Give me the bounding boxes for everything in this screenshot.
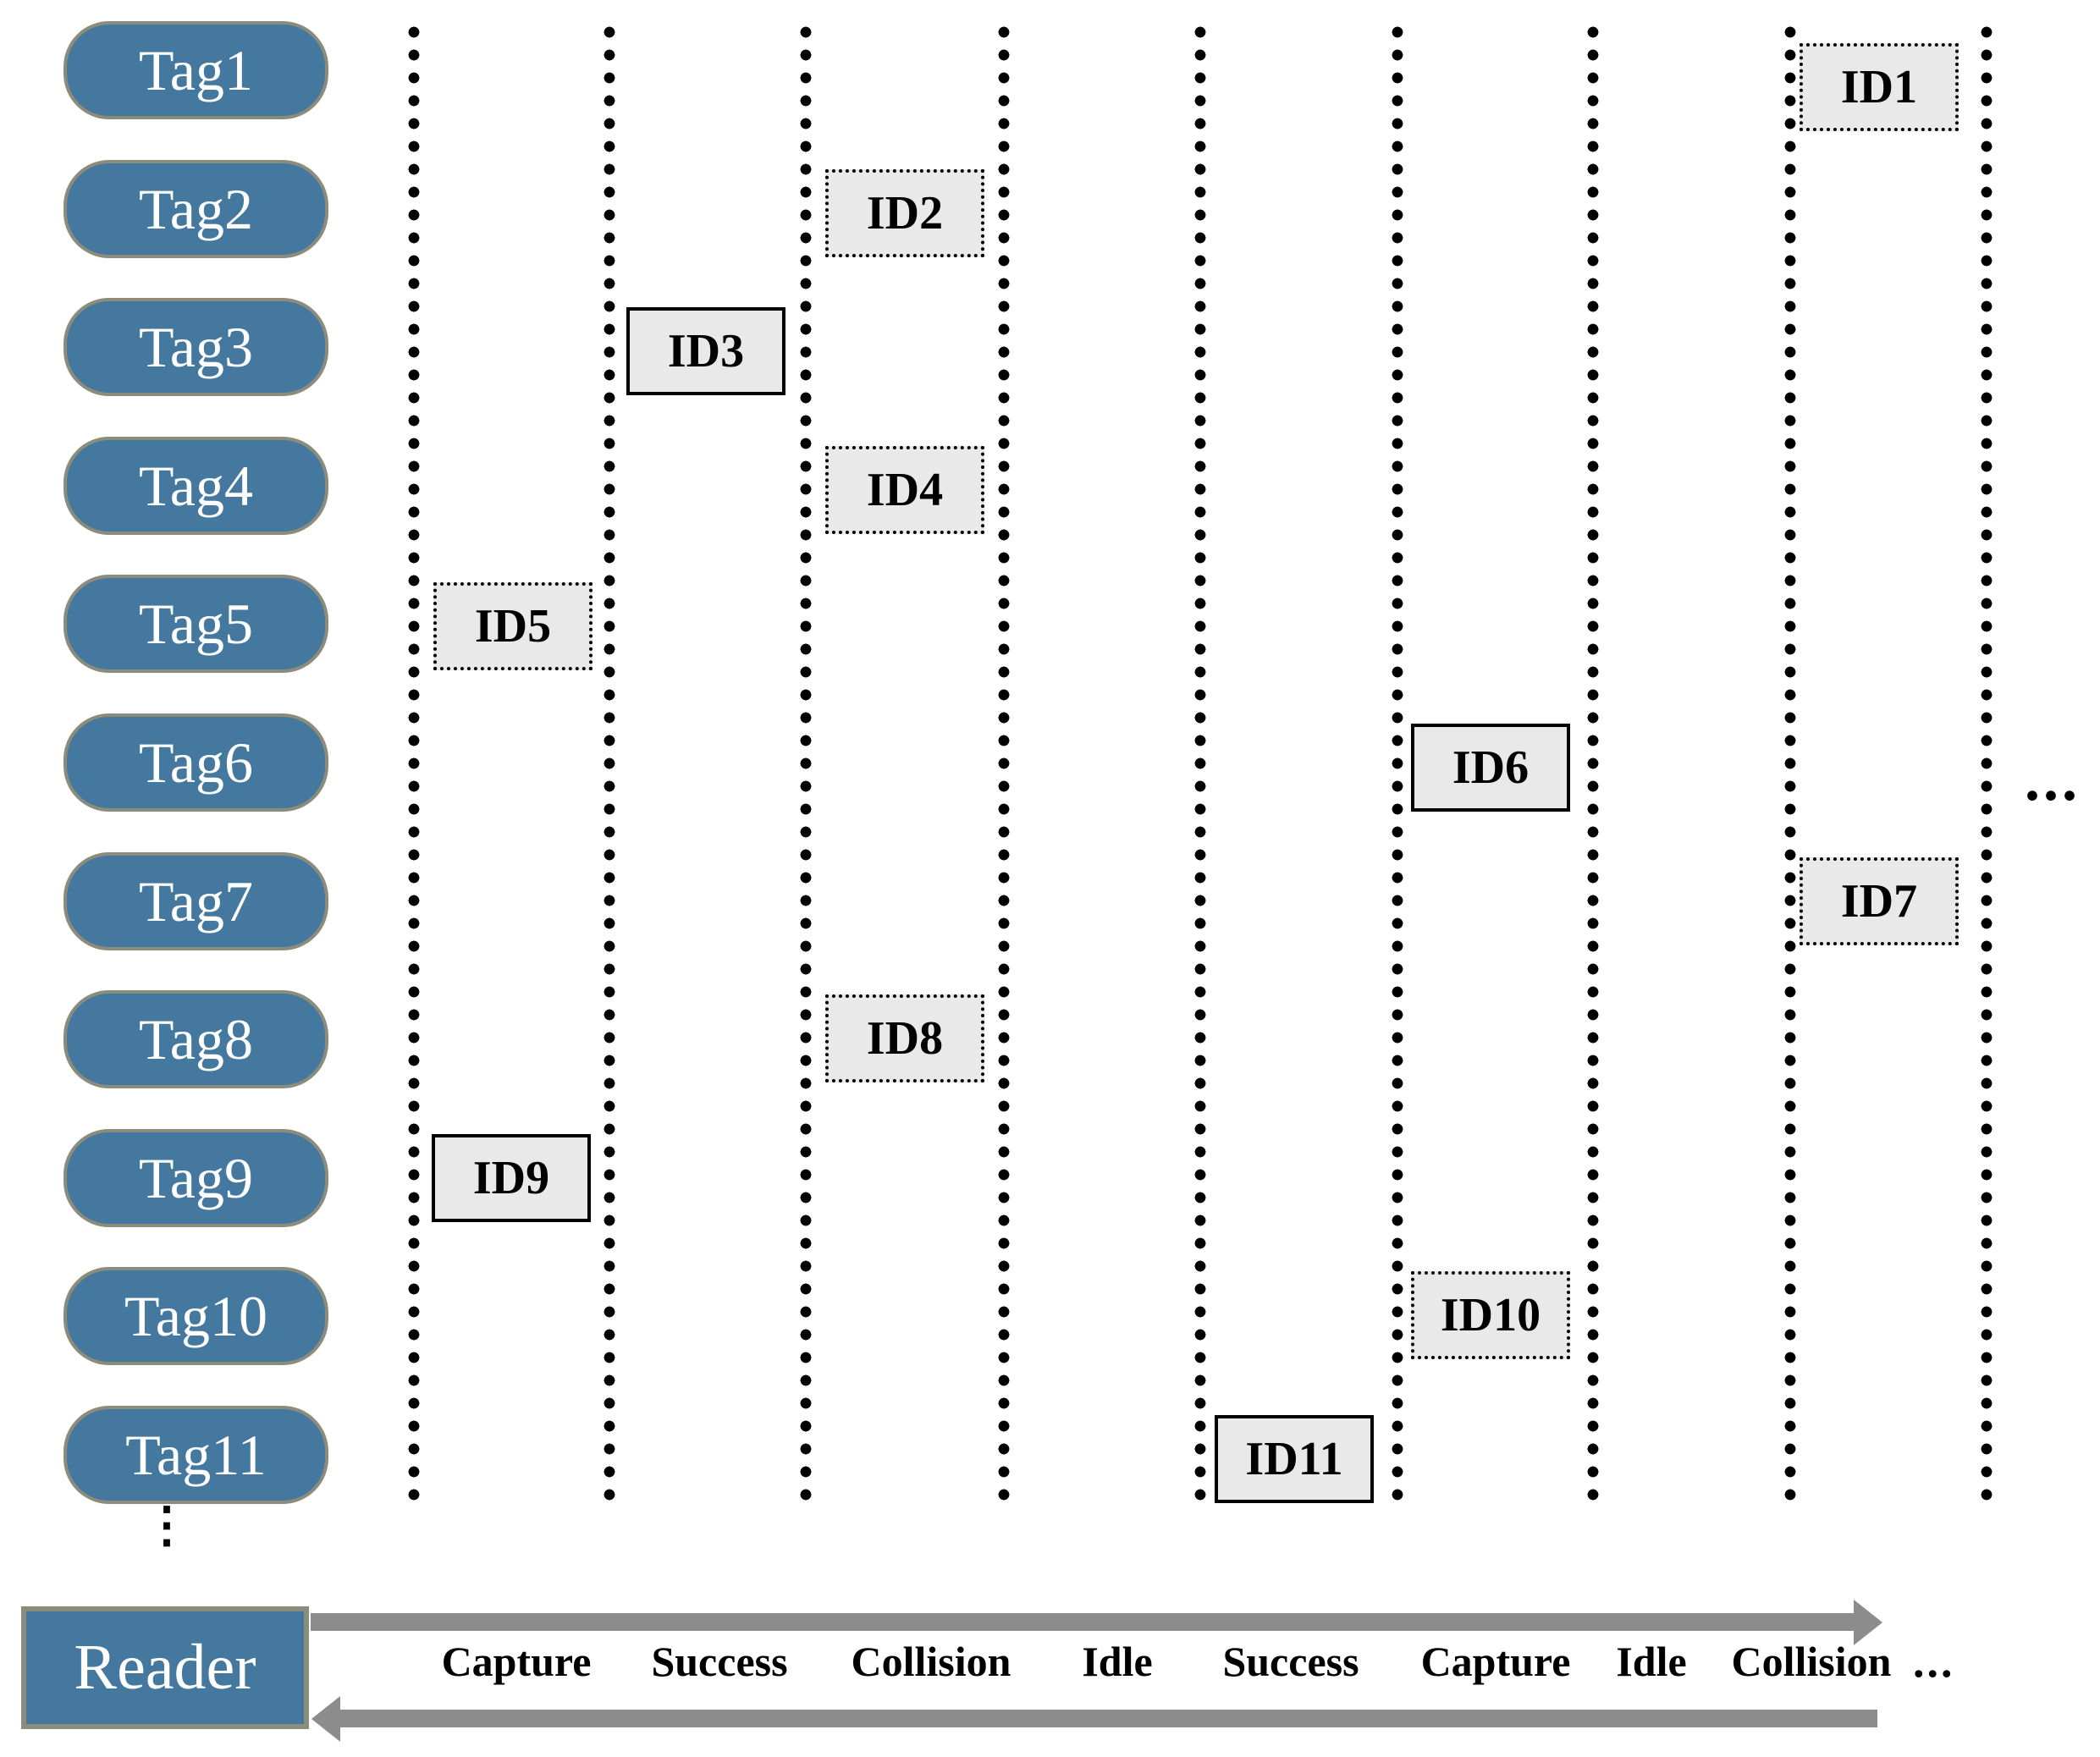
tag-pill-tag2: Tag2 xyxy=(63,160,328,258)
tag-pill-tag9: Tag9 xyxy=(63,1129,328,1227)
slot-boundary-line-9 xyxy=(1981,21,1993,1511)
slot-label-2-success: Success xyxy=(651,1638,788,1685)
slot-boundary-line-7 xyxy=(1587,21,1599,1511)
tag-pill-tag1: Tag1 xyxy=(63,21,328,119)
reader-node: Reader xyxy=(21,1606,309,1729)
timeline-arrow-left-bar xyxy=(340,1710,1877,1727)
slot-label-4-idle: Idle xyxy=(1082,1638,1153,1685)
tag-pill-tag8: Tag8 xyxy=(63,990,328,1088)
id-box-id5: ID5 xyxy=(433,582,593,670)
slot-label-5-success: Success xyxy=(1222,1638,1359,1685)
id-box-id4: ID4 xyxy=(825,446,984,534)
reader-label: Reader xyxy=(74,1632,256,1703)
timeline-arrow-right-bar xyxy=(311,1613,1854,1631)
slot-boundary-line-4 xyxy=(998,21,1010,1511)
id-box-id8: ID8 xyxy=(825,994,984,1082)
slot-boundary-line-3 xyxy=(800,21,812,1511)
timeline-arrow-right-head xyxy=(1854,1600,1882,1645)
id-box-id2: ID2 xyxy=(825,169,984,257)
id-box-id7: ID7 xyxy=(1800,857,1959,945)
more-labels-ellipsis: ... xyxy=(1913,1636,1955,1687)
tag-pill-tag4: Tag4 xyxy=(63,437,328,535)
tag-pill-tag10: Tag10 xyxy=(63,1267,328,1365)
slot-label-6-capture: Capture xyxy=(1420,1638,1571,1685)
slot-label-3-collision: Collision xyxy=(851,1638,1011,1685)
id-box-id11: ID11 xyxy=(1215,1415,1374,1503)
tag-pill-tag6: Tag6 xyxy=(63,713,328,812)
timeline-arrow-left-head xyxy=(311,1696,340,1742)
tag-pill-tag3: Tag3 xyxy=(63,298,328,396)
slot-label-8-collision: Collision xyxy=(1731,1638,1892,1685)
slot-label-1-capture: Capture xyxy=(441,1638,592,1685)
slot-boundary-line-1 xyxy=(408,21,420,1511)
slot-label-7-idle: Idle xyxy=(1616,1638,1687,1685)
tag-pill-tag7: Tag7 xyxy=(63,852,328,950)
tag-pill-tag11: Tag11 xyxy=(63,1406,328,1504)
id-box-id1: ID1 xyxy=(1800,43,1959,131)
more-tags-ellipsis: ⋮ xyxy=(142,1497,191,1552)
id-box-id10: ID10 xyxy=(1411,1271,1570,1359)
slot-boundary-line-6 xyxy=(1392,21,1403,1511)
tag-pill-tag5: Tag5 xyxy=(63,575,328,673)
slot-boundary-line-5 xyxy=(1194,21,1206,1511)
more-slots-ellipsis: ... xyxy=(2025,746,2081,813)
id-box-id6: ID6 xyxy=(1411,724,1570,812)
slot-boundary-line-2 xyxy=(604,21,615,1511)
id-box-id9: ID9 xyxy=(432,1134,591,1222)
id-box-id3: ID3 xyxy=(626,307,785,395)
slot-boundary-line-8 xyxy=(1784,21,1796,1511)
